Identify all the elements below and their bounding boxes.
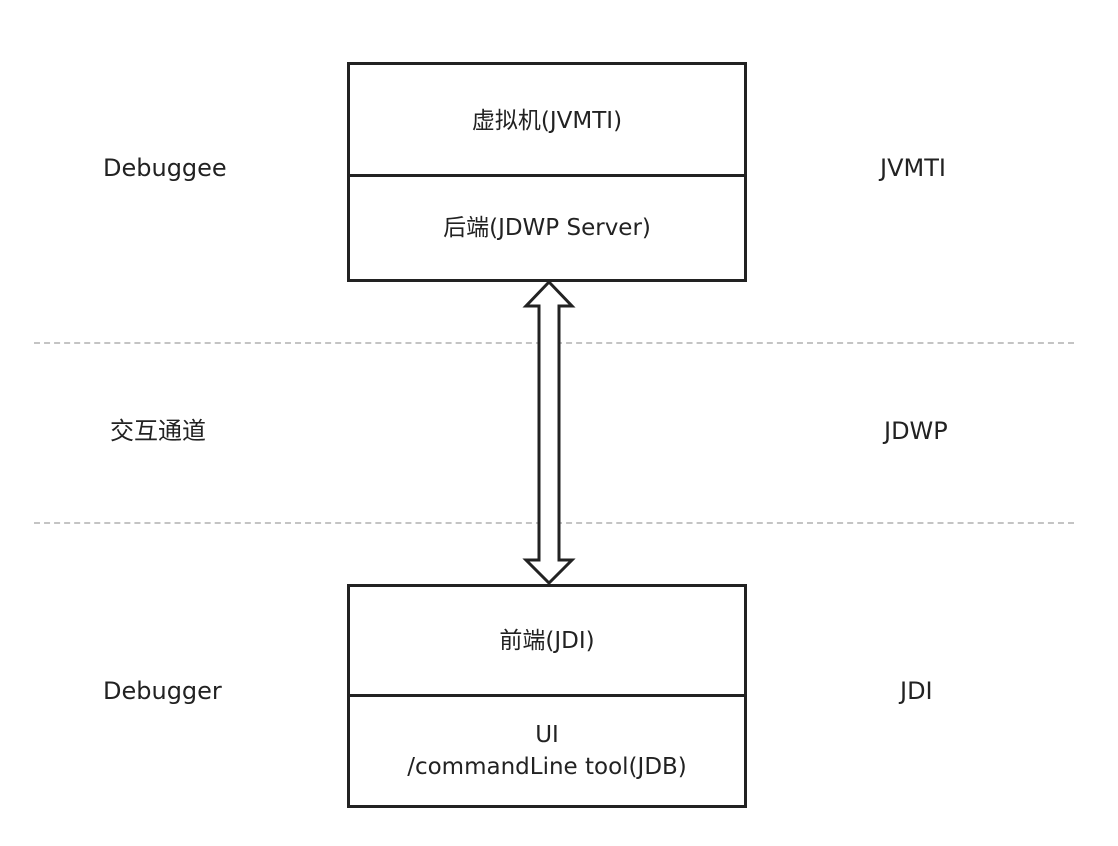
label-debugger: Debugger [103,677,222,705]
debugger-ui-line2: /commandLine tool(JDB) [407,754,687,780]
label-channel: 交互通道 [110,417,206,445]
debugger-ui-cell: UI /commandLine tool(JDB) [350,697,744,805]
debuggee-vm-text: 虚拟机(JVMTI) [471,107,623,134]
debugger-frontend-cell: 前端(JDI) [350,587,744,695]
debuggee-box: 虚拟机(JVMTI) 后端(JDWP Server) [347,62,747,282]
arrow-shape [522,279,576,586]
debuggee-backend-cell: 后端(JDWP Server) [350,177,744,279]
label-jdwp: JDWP [884,417,948,445]
debugger-box-divider [350,694,744,697]
debugger-ui-line1: UI [535,722,559,748]
debugger-box: 前端(JDI) UI /commandLine tool(JDB) [347,584,747,808]
debuggee-backend-text: 后端(JDWP Server) [443,215,651,241]
label-jvmti: JVMTI [880,154,946,182]
label-jdi: JDI [900,677,933,705]
debugger-ui-lines: UI /commandLine tool(JDB) [407,719,687,783]
label-debuggee: Debuggee [103,154,227,182]
debuggee-box-divider [350,174,744,177]
debuggee-vm-cell: 虚拟机(JVMTI) [350,65,744,176]
bidirectional-arrow-icon [522,279,576,586]
debugger-frontend-text: 前端(JDI) [499,628,595,654]
